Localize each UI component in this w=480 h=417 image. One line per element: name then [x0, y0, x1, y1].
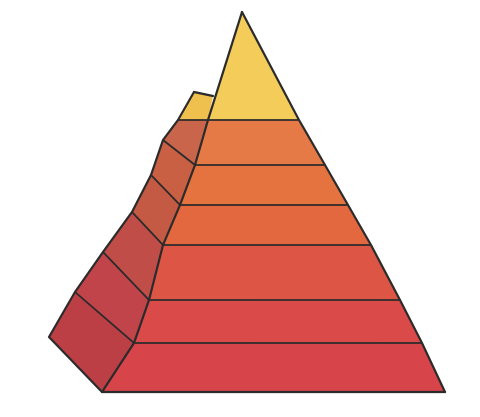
front-tier-4 [163, 205, 371, 245]
left-side-tier-1 [178, 92, 213, 120]
front-tier-6 [134, 300, 422, 343]
front-tier-5 [149, 245, 400, 300]
front-tier-1 [208, 12, 299, 120]
front-tier-2 [195, 120, 325, 165]
front-tier-3 [180, 165, 348, 205]
front-tier-7 [102, 343, 445, 392]
